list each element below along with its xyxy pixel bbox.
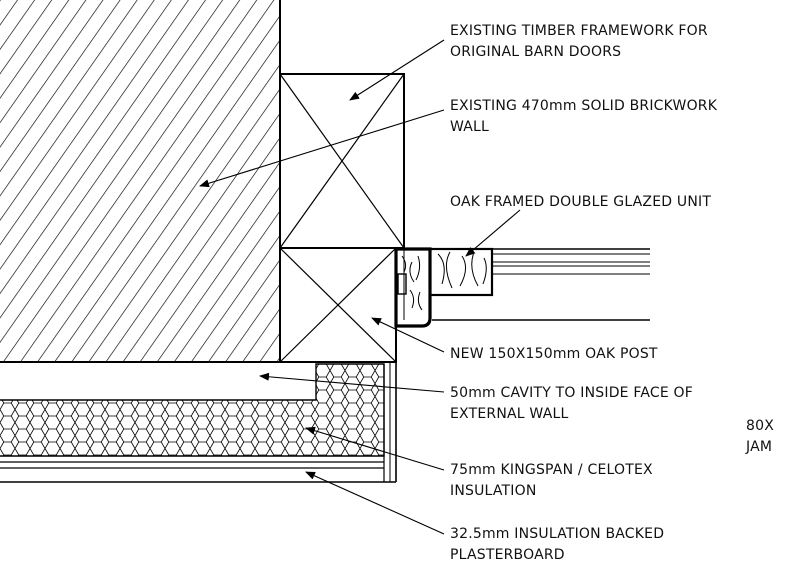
- label-plasterboard: 32.5mm INSULATION BACKED PLASTERBOARD: [450, 526, 669, 563]
- plasterboard-layer: [0, 461, 396, 483]
- leader-glazed: [465, 209, 521, 257]
- label-insulation: 75mm KINGSPAN / CELOTEX INSULATION: [450, 462, 657, 499]
- timber-framework-box: [279, 73, 405, 249]
- leader-lines: [199, 39, 521, 535]
- label-brickwork: EXISTING 470mm SOLID BRICKWORK WALL: [450, 98, 722, 135]
- label-cavity: 50mm CAVITY TO INSIDE FACE OF EXTERNAL W…: [450, 385, 698, 422]
- leader-cavity: [259, 372, 445, 393]
- leader-brickwork: [199, 109, 445, 188]
- leader-oak-post: [371, 317, 445, 353]
- oak-post-box: [279, 247, 397, 363]
- double-glazed-unit: [430, 248, 650, 321]
- label-oak-post: NEW 150X150mm OAK POST: [450, 346, 658, 362]
- brickwork-wall: [0, 0, 281, 363]
- label-cut-off: 80X JAM: [745, 418, 779, 455]
- leader-timber: [349, 39, 445, 101]
- oak-frame: [394, 247, 432, 328]
- glazing-bead: [428, 247, 494, 297]
- insulation-block: [0, 363, 385, 482]
- label-timber-framework: EXISTING TIMBER FRAMEWORK FOR ORIGINAL B…: [450, 23, 712, 60]
- leader-plasterboard: [305, 471, 445, 535]
- label-glazed-unit: OAK FRAMED DOUBLE GLAZED UNIT: [450, 194, 711, 210]
- leader-insulation: [305, 426, 445, 471]
